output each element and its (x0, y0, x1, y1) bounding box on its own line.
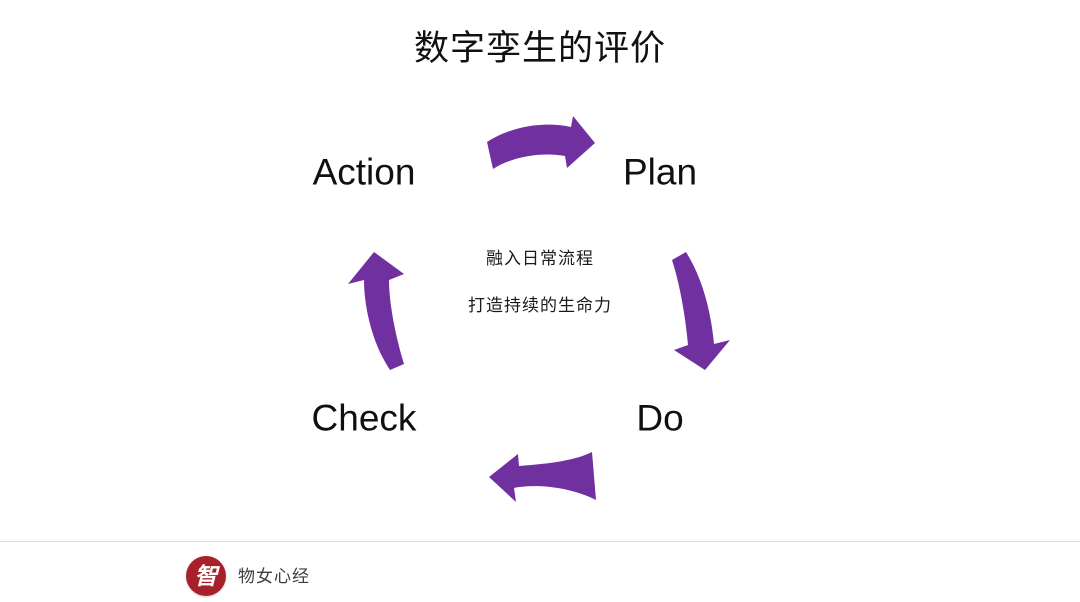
cycle-node-check: Check (311, 397, 417, 439)
cycle-node-do: Do (636, 397, 684, 439)
pdca-cycle-diagram: Action Plan Do Check 融入日常流程 打造持续的生命力 (300, 100, 780, 520)
caption-line-1: 融入日常流程 (486, 249, 594, 268)
footer-brand: 智 物女心经 (186, 556, 310, 596)
cycle-center-caption: 融入日常流程 打造持续的生命力 (390, 250, 690, 314)
caption-line-2: 打造持续的生命力 (468, 296, 612, 315)
arrow-down-icon (672, 252, 730, 370)
footer-divider (0, 541, 1080, 542)
arrow-up-icon (348, 252, 404, 370)
arrow-left-icon (489, 452, 596, 502)
page-title: 数字孪生的评价 (413, 29, 666, 68)
brand-name-label: 物女心经 (238, 566, 310, 586)
cycle-node-plan: Plan (622, 151, 698, 193)
arrow-right-icon (487, 116, 595, 169)
cycle-node-action: Action (312, 151, 416, 193)
brand-logo-icon: 智 (186, 556, 226, 596)
